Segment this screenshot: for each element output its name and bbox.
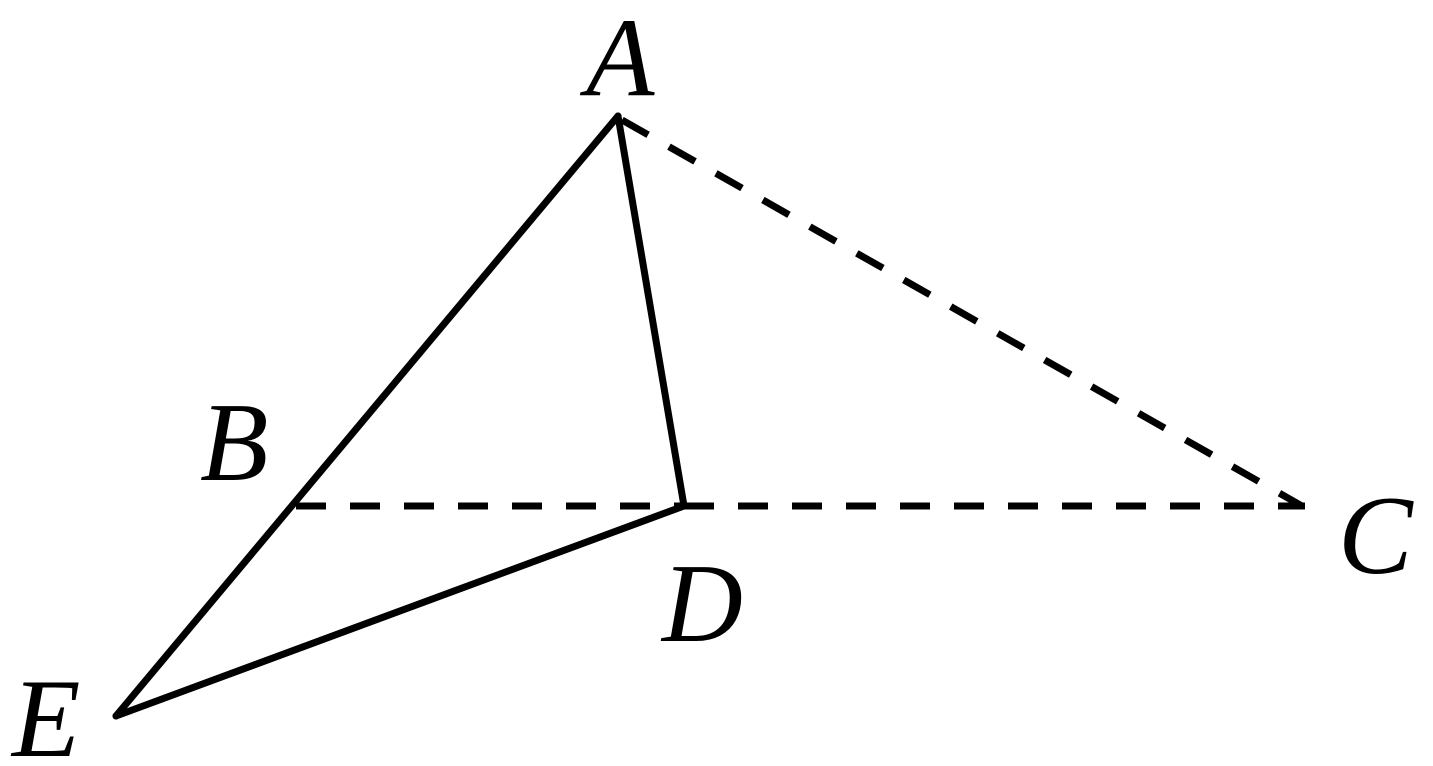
point-label-A: A bbox=[579, 0, 655, 120]
point-label-B: B bbox=[200, 381, 268, 505]
point-label-C: C bbox=[1338, 474, 1414, 598]
segment-EA bbox=[112, 112, 622, 720]
segment-DE bbox=[112, 502, 688, 720]
segment-AC bbox=[620, 116, 1304, 510]
point-label-D: D bbox=[660, 542, 743, 666]
point-label-E: E bbox=[10, 657, 80, 766]
segment-AD bbox=[614, 112, 688, 510]
